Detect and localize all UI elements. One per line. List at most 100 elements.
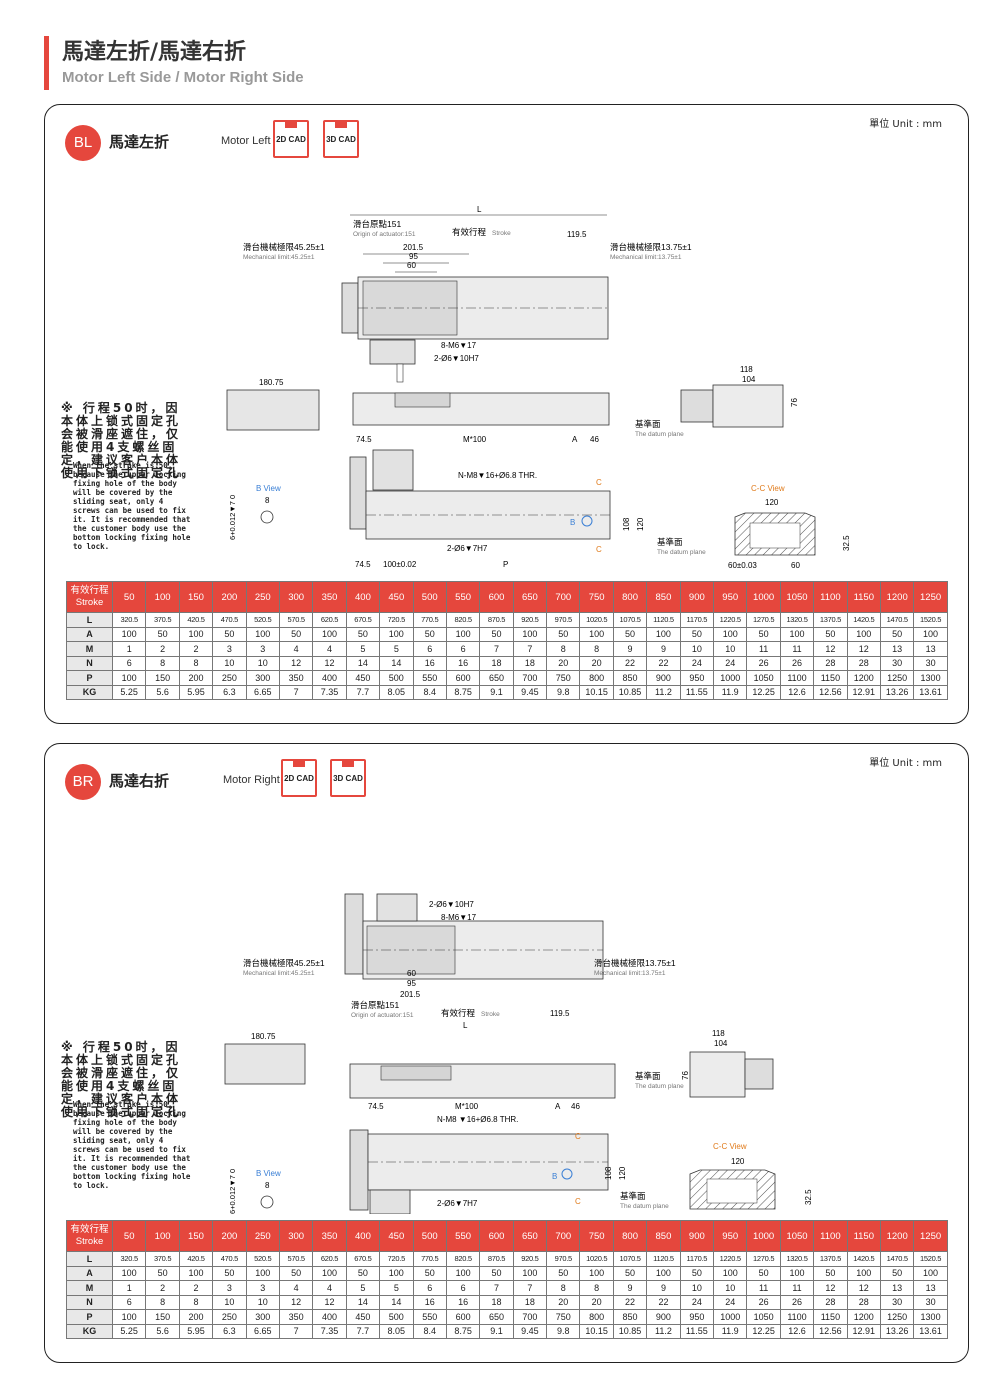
table-cell: 16	[445, 655, 481, 671]
dim-8: 8	[265, 496, 270, 505]
3d-cad-icon[interactable]: 3D CAD	[323, 120, 359, 158]
stroke-header-cell: 500	[412, 581, 447, 613]
table-cell: 20	[546, 1294, 581, 1310]
stroke-header-cell: 550	[445, 581, 481, 613]
stroke-header-cell: 950	[713, 1220, 748, 1252]
table-cell: 100	[579, 626, 614, 642]
table-cell: 50	[412, 1265, 447, 1281]
table-cell: 11.55	[679, 684, 715, 700]
table-cell: 10.15	[579, 1323, 614, 1339]
table-cell: 1170.5	[679, 1251, 715, 1267]
3d-cad-icon[interactable]: 3D CAD	[330, 759, 366, 797]
table-cell: 9	[646, 641, 681, 657]
stroke-header-cell: 1050	[779, 1220, 815, 1252]
2d-cad-icon[interactable]: 2D CAD	[281, 759, 317, 797]
dim-76: 76	[790, 398, 799, 407]
stroke-header-cell: 1000	[746, 581, 781, 613]
table-cell: 3	[212, 641, 247, 657]
table-cell: 26	[746, 1294, 781, 1310]
table-cell: 550	[412, 1309, 447, 1325]
stroke-header-cell: 200	[212, 581, 247, 613]
table-cell: 2	[178, 1280, 214, 1296]
table-cell: 100	[846, 626, 881, 642]
table-cell: 100	[646, 1265, 681, 1281]
table-cell: 100	[379, 1265, 414, 1281]
table-cell: 1470.5	[879, 1251, 915, 1267]
header-accent-bar	[44, 36, 49, 90]
table-cell: 14	[379, 655, 414, 671]
table-cell: 24	[713, 1294, 748, 1310]
row-label: L	[66, 612, 113, 628]
dim-95: 95	[407, 979, 416, 988]
dim-60: 60	[407, 969, 416, 978]
table-cell: 30	[879, 655, 915, 671]
table-cell: 50	[813, 1265, 848, 1281]
stroke-header-cell: 850	[646, 1220, 681, 1252]
stroke-header-cell: 450	[379, 581, 414, 613]
table-cell: 570.5	[278, 1251, 314, 1267]
origin-label-en: Origin of actuator:151	[351, 1012, 414, 1019]
table-cell: 7	[278, 684, 314, 700]
table-cell: 100	[913, 626, 948, 642]
stroke-header-cell: 50	[111, 1220, 147, 1252]
stroke-header-cell: 1000	[746, 1220, 781, 1252]
table-cell: 22	[646, 1294, 681, 1310]
table-cell: 12	[813, 1280, 848, 1296]
table-cell: 100	[779, 626, 815, 642]
table-cell: 400	[312, 670, 347, 686]
row-label: P	[66, 670, 113, 686]
dim-104: 104	[714, 1039, 728, 1048]
table-cell: 6.3	[212, 1323, 247, 1339]
stroke-label-en: Stroke	[481, 1011, 500, 1018]
table-cell: 11.55	[679, 1323, 715, 1339]
table-cell: 4	[312, 641, 347, 657]
table-cell: 50	[746, 1265, 781, 1281]
tolerance-spec: 6+0.012▼7 0	[228, 495, 237, 540]
table-cell: 250	[212, 1309, 247, 1325]
table-cell: 8.4	[412, 1323, 447, 1339]
table-cell: 3	[245, 1280, 280, 1296]
cc-datum-label-en: The datum plane	[620, 1203, 669, 1210]
table-cell: 3	[212, 1280, 247, 1296]
table-cell: 100	[579, 1265, 614, 1281]
table-cell: 620.5	[312, 612, 347, 628]
2d-cad-icon[interactable]: 2D CAD	[273, 120, 309, 158]
cad-2d-label: 2D CAD	[284, 774, 314, 783]
stroke-header-cell: 400	[345, 581, 381, 613]
table-cell: 11.2	[646, 684, 681, 700]
table-cell: 1300	[913, 670, 948, 686]
table-cell: 1270.5	[746, 612, 781, 628]
table-cell: 24	[679, 1294, 715, 1310]
table-cell: 10.85	[612, 684, 648, 700]
cc-dim-32-5: 32.5	[804, 1189, 813, 1205]
stroke-header-cell: 850	[646, 581, 681, 613]
table-cell: 100	[445, 626, 481, 642]
table-cell: 100	[512, 1265, 548, 1281]
table-cell: 50	[212, 626, 247, 642]
table-cell: 16	[412, 655, 447, 671]
dim-119-5: 119.5	[550, 1009, 570, 1018]
table-cell: 50	[345, 1265, 381, 1281]
table-cell: 370.5	[145, 1251, 180, 1267]
dim-76: 76	[681, 1071, 690, 1080]
stroke-header-cell: 300	[278, 1220, 314, 1252]
table-cell: 620.5	[312, 1251, 347, 1267]
table-cell: 50	[212, 1265, 247, 1281]
table-cell: 920.5	[512, 1251, 548, 1267]
table-cell: 520.5	[245, 612, 280, 628]
table-cell: 28	[846, 1294, 881, 1310]
table-cell: 3	[245, 641, 280, 657]
table-cell: 50	[479, 626, 514, 642]
stroke-header-cell: 1050	[779, 581, 815, 613]
table-cell: 100	[245, 1265, 280, 1281]
table-cell: 13.26	[879, 684, 915, 700]
table-cell: 1300	[913, 1309, 948, 1325]
table-cell: 50	[278, 1265, 314, 1281]
table-cell: 700	[512, 670, 548, 686]
datum-label-zh: 基準面	[635, 1071, 661, 1081]
cad-3d-label: 3D CAD	[326, 135, 356, 144]
table-cell: 13	[913, 641, 948, 657]
